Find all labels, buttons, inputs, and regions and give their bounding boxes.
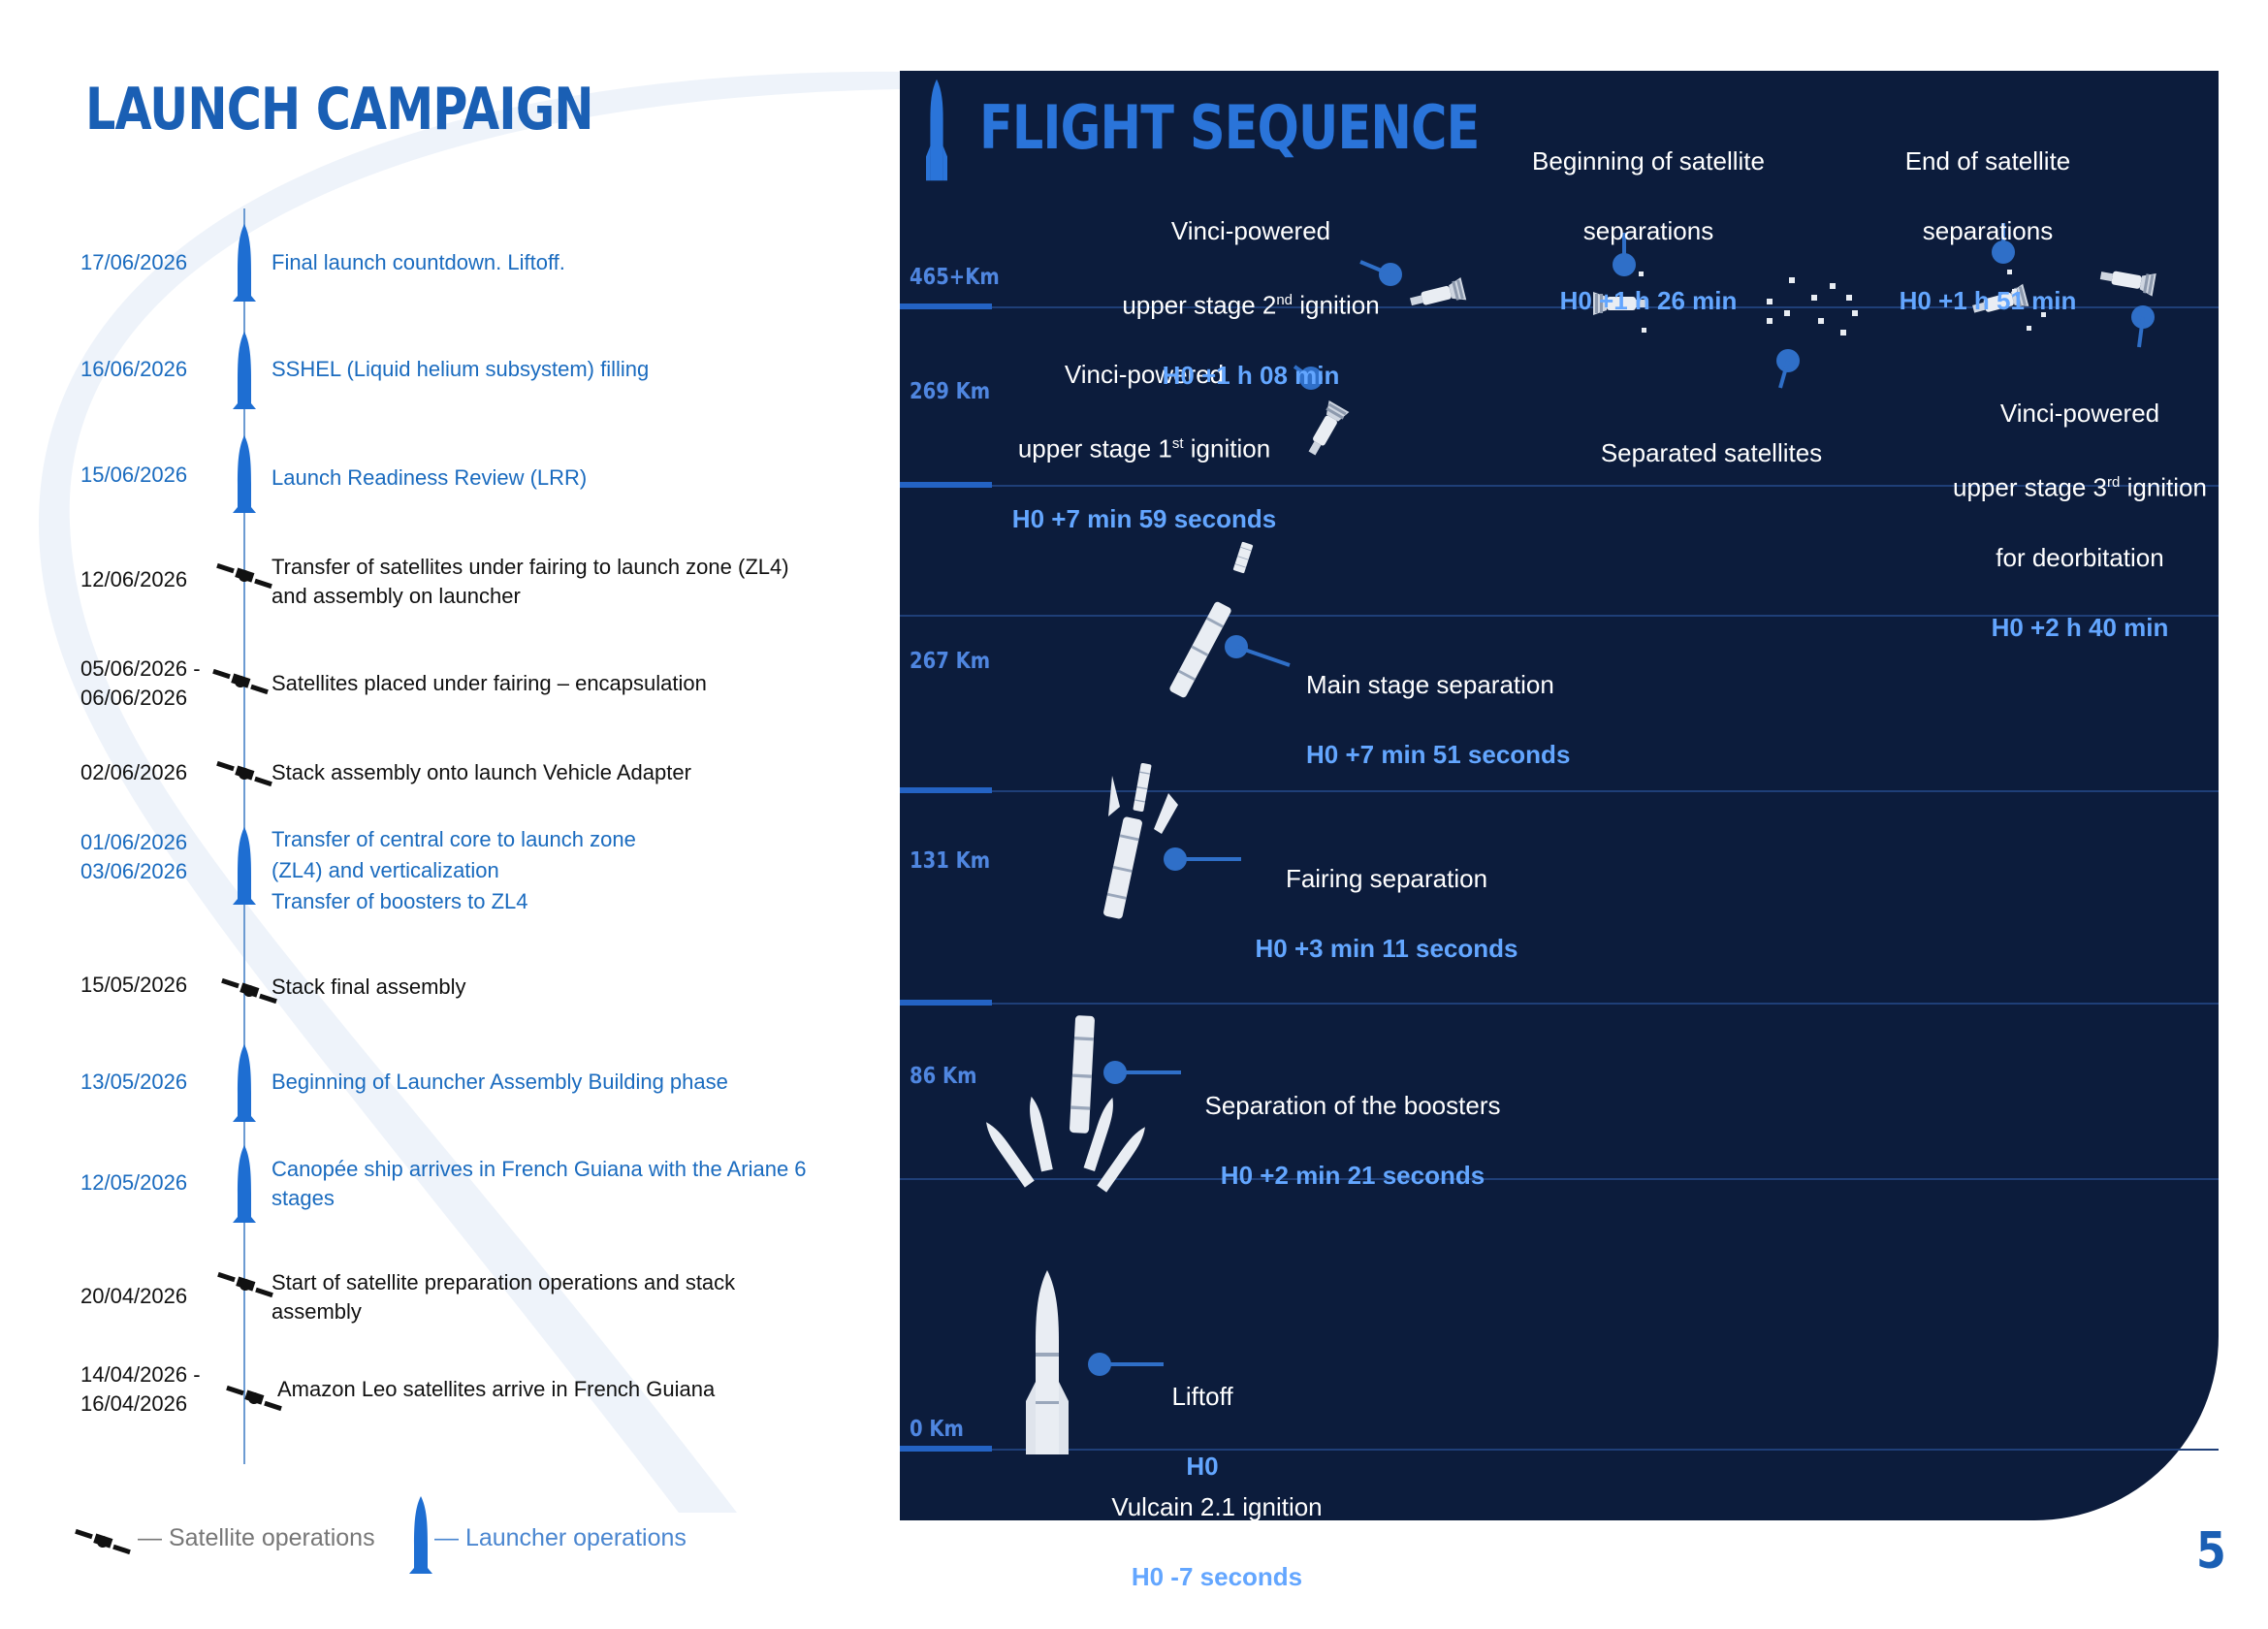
event-date: 13/05/2026 [80, 1070, 188, 1094]
event-vinci-third-ignition: Vinci-powered upper stage 3rd ignition f… [1953, 399, 2207, 642]
satellite-icon-11 [224, 1384, 284, 1413]
event-label: Satellites placed under fairing – encaps… [272, 671, 707, 695]
satellite-icon-7 [219, 976, 279, 1006]
event-date: 02/06/2026 [80, 760, 188, 784]
event-label: Transfer of satellites under fairing to … [272, 555, 789, 608]
altitude-marker [900, 1446, 992, 1452]
grid-line [900, 790, 2219, 792]
rocket-icon-2 [233, 435, 256, 513]
event-date: 12/05/2026 [80, 1170, 188, 1195]
page-number: 5 [2196, 1522, 2226, 1581]
flight-sequence-title: FLIGHT SEQUENCE [979, 92, 1480, 163]
altitude-label-86km: 86 Km [910, 1064, 977, 1089]
satellite-icon-4 [210, 667, 271, 696]
event-date: 15/06/2026 [80, 463, 188, 487]
event-date: 20/04/2026 [80, 1284, 188, 1308]
event-label: Transfer of central core to launch zone … [272, 827, 636, 913]
event-label: Canopée ship arrives in French Guiana wi… [272, 1157, 807, 1210]
grid-line [900, 485, 2219, 487]
grid-line [900, 306, 2219, 308]
event-separations-end: End of satellite separations H0 +1 h 51 … [1899, 146, 2077, 315]
rocket-icon-9 [233, 1145, 256, 1223]
altitude-marker [900, 482, 992, 488]
event-date: 16/06/2026 [80, 357, 188, 381]
satellite-icon-3 [214, 561, 274, 591]
altitude-marker [900, 787, 992, 793]
event-vinci-second-ignition: Vinci-powered upper stage 2nd ignition H… [1122, 216, 1380, 390]
altitude-label-131km: 131 Km [910, 848, 991, 874]
event-main-stage-separation: Main stage separation H0 +7 min 51 secon… [1306, 670, 1571, 769]
timeline-icons [73, 224, 432, 1574]
event-date: 12/06/2026 [80, 567, 188, 591]
satellite-icon-5 [214, 759, 274, 788]
grid-line [900, 615, 2219, 617]
rocket-icon-8 [233, 1044, 256, 1122]
event-vinci-first-ignition: Vinci-powered upper stage 1st ignition H… [1011, 360, 1277, 533]
event-label: Start of satellite preparation operation… [272, 1270, 736, 1324]
event-label: Stack assembly onto launch Vehicle Adapt… [272, 760, 691, 784]
grid-line [900, 1178, 2219, 1180]
event-label: SSHEL (Liquid helium subsystem) filling [272, 357, 650, 381]
altitude-label-465km: 465+Km [910, 265, 1000, 290]
rocket-icon-6 [233, 827, 256, 905]
event-label: Beginning of Launcher Assembly Building … [272, 1070, 728, 1094]
event-label: Launch Readiness Review (LRR) [272, 465, 588, 490]
altitude-marker [900, 1000, 992, 1006]
event-vulcain-ignition: Vulcain 2.1 ignition H0 -7 seconds [1111, 1492, 1323, 1591]
legend-launcher-operations: — Launcher operations [434, 1524, 687, 1551]
satellite-icon-10 [215, 1270, 275, 1299]
grid-line [900, 1449, 2219, 1451]
event-date: 01/06/2026 03/06/2026 [80, 830, 188, 883]
event-separations-begin: Beginning of satellite separations H0 +1… [1532, 146, 1765, 315]
legend-satellite-icon [73, 1527, 133, 1556]
event-label: Final launch countdown. Liftoff. [272, 250, 565, 274]
altitude-label-267km: 267 Km [910, 649, 991, 674]
legend-rocket-icon [409, 1496, 432, 1574]
altitude-label-269km: 269 Km [910, 379, 991, 404]
event-date: 17/06/2026 [80, 250, 188, 274]
event-date: 05/06/2026 - 06/06/2026 [80, 656, 201, 710]
legend-satellite-operations: — Satellite operations [138, 1524, 375, 1551]
grid-line [900, 1003, 2219, 1005]
launch-campaign-title: LAUNCH CAMPAIGN [85, 76, 594, 144]
event-date: 15/05/2026 [80, 973, 188, 997]
event-boosters-separation: Separation of the boosters H0 +2 min 21 … [1204, 1091, 1501, 1190]
event-label: Stack final assembly [272, 974, 466, 999]
event-date: 14/04/2026 - 16/04/2026 [80, 1362, 201, 1416]
altitude-label-0km: 0 Km [910, 1417, 964, 1442]
rocket-icon-1 [233, 332, 256, 409]
event-label: Amazon Leo satellites arrive in French G… [277, 1377, 716, 1401]
event-separated-satellites: Separated satellites [1600, 438, 1823, 467]
event-fairing-separation: Fairing separation H0 +3 min 11 seconds [1255, 864, 1518, 963]
event-liftoff: Liftoff H0 [1171, 1382, 1233, 1481]
altitude-marker [900, 303, 992, 309]
rocket-icon-0 [233, 224, 256, 302]
